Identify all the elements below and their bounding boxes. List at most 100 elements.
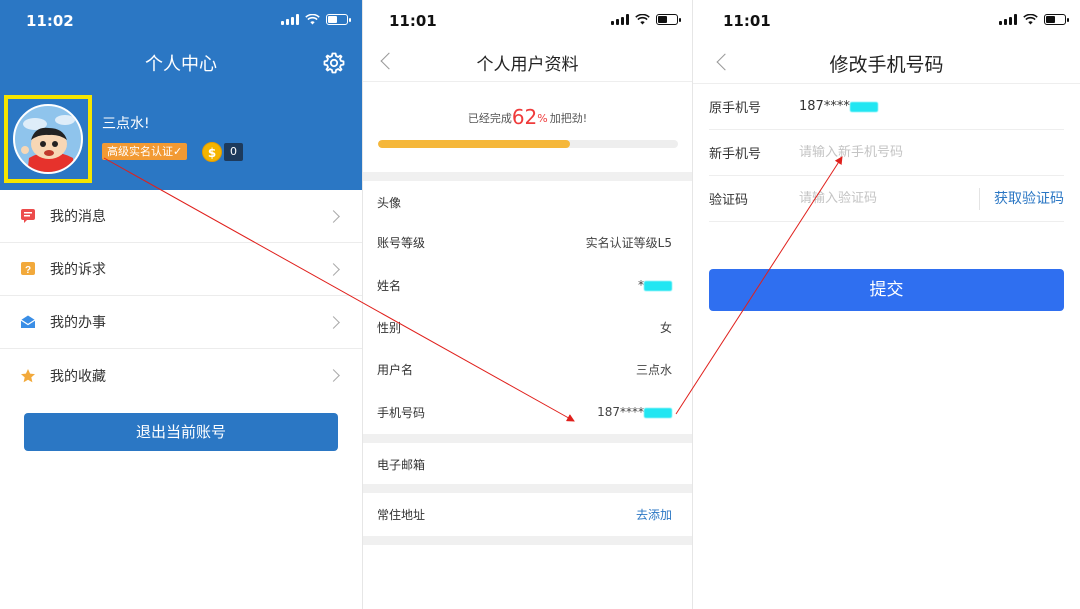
menu-item-messages[interactable]: 我的消息 bbox=[0, 190, 362, 243]
name-value: * bbox=[638, 278, 644, 292]
row-username[interactable]: 用户名 三点水 bbox=[377, 348, 672, 390]
wifi-icon bbox=[1023, 14, 1038, 25]
section-divider bbox=[363, 172, 692, 181]
verification-code-input[interactable] bbox=[799, 191, 979, 206]
row-label: 姓名 bbox=[377, 278, 402, 293]
row-label: 账号等级 bbox=[377, 235, 426, 250]
menu-item-appeals[interactable]: ? 我的诉求 bbox=[0, 243, 362, 296]
row-label: 用户名 bbox=[377, 362, 414, 377]
gear-icon[interactable] bbox=[322, 51, 346, 75]
question-icon: ? bbox=[20, 261, 36, 277]
completion-prefix: 已经完成 bbox=[467, 112, 512, 125]
status-time: 11:02 bbox=[26, 12, 74, 30]
coin-icon: $ bbox=[202, 142, 222, 162]
svg-text:?: ? bbox=[25, 265, 31, 276]
message-icon bbox=[20, 208, 36, 224]
profile-menu: 我的消息 ? 我的诉求 我的办事 我的收藏 bbox=[0, 190, 362, 402]
get-code-button[interactable]: 获取验证码 bbox=[979, 187, 1064, 210]
status-bar: 11:02 bbox=[0, 0, 362, 44]
user-profile-screen: 11:01 个人用户资料 已经完成62%加把劲! 头像 账号等级 实名认证等级L… bbox=[362, 0, 692, 609]
row-value: * bbox=[638, 278, 672, 292]
redaction-mask bbox=[849, 101, 878, 112]
verification-code-row: 验证码 获取验证码 bbox=[709, 176, 1064, 222]
chevron-right-icon bbox=[327, 209, 340, 223]
old-phone-label: 原手机号 bbox=[709, 101, 762, 116]
wifi-icon bbox=[305, 14, 320, 25]
logout-button[interactable]: 退出当前账号 bbox=[24, 413, 338, 451]
nav-bar: 个人用户资料 bbox=[363, 42, 692, 82]
page-title: 个人用户资料 bbox=[476, 55, 579, 75]
new-phone-row: 新手机号 bbox=[709, 130, 1064, 176]
verification-badge: 高级实名认证✓ bbox=[102, 143, 188, 160]
username-label: 三点水! bbox=[102, 116, 150, 132]
wifi-icon bbox=[635, 14, 650, 25]
menu-item-label: 我的诉求 bbox=[50, 262, 106, 278]
menu-item-favorites[interactable]: 我的收藏 bbox=[0, 349, 362, 402]
menu-item-label: 我的办事 bbox=[50, 315, 106, 331]
coin-balance[interactable]: $ 0 bbox=[202, 142, 243, 162]
menu-item-label: 我的消息 bbox=[50, 209, 106, 225]
section-divider bbox=[363, 484, 692, 493]
old-phone-value: 187**** bbox=[799, 99, 1064, 114]
row-label: 性别 bbox=[377, 320, 402, 335]
page-title: 修改手机号码 bbox=[829, 54, 944, 76]
row-address[interactable]: 常住地址 去添加 bbox=[377, 493, 672, 535]
row-name[interactable]: 姓名 * bbox=[377, 264, 672, 306]
status-bar: 11:01 bbox=[363, 0, 692, 44]
row-value: 三点水 bbox=[635, 362, 672, 377]
phone-value: 187**** bbox=[597, 405, 644, 419]
change-phone-screen: 11:01 修改手机号码 原手机号 187**** 新手机号 验证码 获取验证码… bbox=[692, 0, 1080, 609]
row-value: 实名认证等级L5 bbox=[585, 235, 672, 250]
signal-icon bbox=[611, 14, 629, 25]
row-account-level[interactable]: 账号等级 实名认证等级L5 bbox=[377, 221, 672, 263]
menu-item-affairs[interactable]: 我的办事 bbox=[0, 296, 362, 349]
redaction-mask bbox=[644, 280, 672, 291]
row-label: 常住地址 bbox=[377, 507, 426, 522]
completion-suffix: 加把劲! bbox=[549, 112, 588, 125]
completion-progress-bar bbox=[378, 140, 678, 148]
row-value: 女 bbox=[659, 320, 672, 335]
completion-percent: 62 bbox=[511, 105, 538, 129]
battery-icon bbox=[656, 14, 681, 25]
status-icons bbox=[999, 14, 1069, 25]
nav-bar: 修改手机号码 bbox=[693, 42, 1080, 84]
mail-icon bbox=[20, 314, 36, 330]
status-bar: 11:01 bbox=[693, 0, 1080, 44]
old-phone-text: 187**** bbox=[799, 99, 850, 114]
redaction-mask bbox=[644, 407, 672, 418]
status-icons bbox=[611, 14, 681, 25]
section-divider bbox=[363, 434, 692, 443]
row-label: 手机号码 bbox=[377, 405, 426, 420]
battery-icon bbox=[326, 14, 351, 25]
section-divider bbox=[363, 536, 692, 545]
row-gender[interactable]: 性别 女 bbox=[377, 306, 672, 348]
old-phone-row: 原手机号 187**** bbox=[709, 84, 1064, 130]
cartoon-avatar-icon bbox=[21, 115, 75, 172]
completion-text: 已经完成62%加把劲! bbox=[363, 105, 692, 129]
submit-button[interactable]: 提交 bbox=[709, 269, 1064, 311]
status-time: 11:01 bbox=[389, 12, 437, 30]
coin-count: 0 bbox=[224, 143, 243, 161]
personal-center-screen: 11:02 个人中心 bbox=[0, 0, 362, 609]
new-phone-label: 新手机号 bbox=[709, 147, 762, 162]
avatar-highlight-box[interactable] bbox=[4, 95, 92, 183]
status-icons bbox=[281, 14, 351, 25]
row-value: 187**** bbox=[597, 405, 672, 419]
row-label: 头像 bbox=[377, 195, 402, 210]
completion-progress-fill bbox=[378, 140, 570, 148]
row-phone[interactable]: 手机号码 187**** bbox=[377, 391, 672, 433]
profile-header: 11:02 个人中心 bbox=[0, 0, 362, 190]
add-address-link[interactable]: 去添加 bbox=[635, 507, 672, 522]
chevron-right-icon bbox=[327, 369, 340, 382]
signal-icon bbox=[999, 14, 1017, 25]
new-phone-input[interactable] bbox=[799, 145, 1064, 160]
signal-icon bbox=[281, 14, 299, 25]
row-email[interactable]: 电子邮箱 bbox=[377, 443, 672, 485]
code-label: 验证码 bbox=[709, 193, 749, 208]
avatar[interactable] bbox=[13, 104, 83, 174]
row-label: 电子邮箱 bbox=[377, 457, 426, 472]
row-avatar[interactable]: 头像 bbox=[377, 181, 672, 223]
menu-item-label: 我的收藏 bbox=[50, 368, 106, 385]
page-title: 个人中心 bbox=[145, 54, 217, 75]
star-icon bbox=[20, 368, 36, 384]
